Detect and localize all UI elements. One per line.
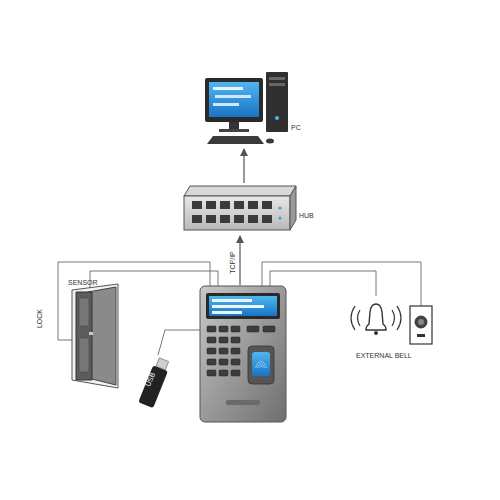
terminal-device — [200, 286, 286, 422]
hub-switch — [184, 186, 296, 230]
exit-button — [410, 306, 432, 344]
usb-wire — [158, 330, 202, 355]
sensor-label: SENSOR — [68, 279, 98, 286]
usb-stick — [138, 357, 171, 408]
door — [72, 284, 118, 388]
external-bell — [351, 304, 401, 335]
tcpip-link — [239, 236, 240, 285]
protocol-label: TCP/IP — [229, 251, 236, 274]
hub-node: HUB — [183, 184, 297, 232]
bell-label: EXTERNAL BELL — [356, 352, 412, 359]
lock-label: LOCK — [37, 308, 44, 327]
network-link — [243, 149, 244, 183]
node-label: HUB — [299, 212, 314, 219]
pc-illustration — [205, 72, 288, 144]
pc-node: PC — [203, 68, 293, 148]
node-label: PC — [291, 124, 301, 131]
